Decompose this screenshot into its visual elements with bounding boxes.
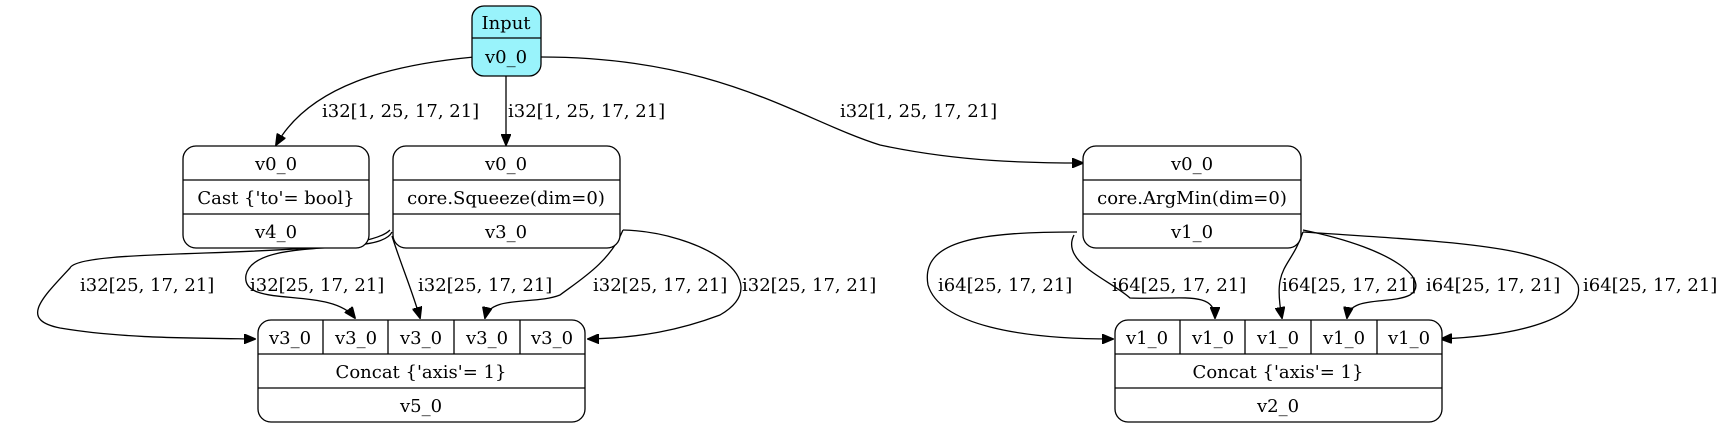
edge-label-argmin-concat-4: i64[25, 17, 21] <box>1426 275 1560 296</box>
edge-squeeze-to-concat-3 <box>391 235 420 318</box>
edge-label-input-to-argmin: i32[1, 25, 17, 21] <box>840 101 997 122</box>
node-cast-input: v0_0 <box>254 154 297 175</box>
node-concat-left-op: Concat {'axis'= 1} <box>336 362 507 383</box>
node-argmin-output: v1_0 <box>1170 222 1213 243</box>
edge-squeeze-to-concat-4 <box>485 229 624 318</box>
node-cast[interactable]: v0_0 Cast {'to'= bool} v4_0 <box>182 145 370 249</box>
node-argmin[interactable]: v0_0 core.ArgMin(dim=0) v1_0 <box>1082 145 1302 249</box>
node-argmin-op: core.ArgMin(dim=0) <box>1097 188 1287 209</box>
node-concat-right-output: v2_0 <box>1256 396 1299 417</box>
edge-input-to-argmin <box>540 56 1083 163</box>
edge-label-squeeze-concat-2: i32[25, 17, 21] <box>250 275 384 296</box>
edge-label-squeeze-concat-5: i32[25, 17, 21] <box>742 275 876 296</box>
node-concat-left[interactable]: v3_0 v3_0 v3_0 v3_0 v3_0 Concat {'axis'=… <box>257 319 586 423</box>
node-concat-left-input-2: v3_0 <box>334 328 377 349</box>
node-input-title: Input <box>481 13 531 34</box>
edge-argmin-to-concat-5 <box>1302 231 1580 339</box>
edge-label-argmin-concat-1: i64[25, 17, 21] <box>938 275 1072 296</box>
edge-label-squeeze-concat-4: i32[25, 17, 21] <box>593 275 727 296</box>
node-concat-left-output: v5_0 <box>399 396 442 417</box>
node-squeeze[interactable]: v0_0 core.Squeeze(dim=0) v3_0 <box>392 145 621 249</box>
edge-label-input-to-cast: i32[1, 25, 17, 21] <box>322 101 479 122</box>
edge-argmin-to-concat-2 <box>1071 234 1215 318</box>
edge-squeeze-to-concat-1 <box>37 229 391 339</box>
node-squeeze-op: core.Squeeze(dim=0) <box>407 188 605 209</box>
node-input-output: v0_0 <box>484 47 527 68</box>
edge-label-argmin-concat-5: i64[25, 17, 21] <box>1583 275 1717 296</box>
edge-input-to-cast <box>276 56 475 145</box>
node-cast-output: v4_0 <box>254 222 297 243</box>
node-concat-left-input-1: v3_0 <box>268 328 311 349</box>
node-squeeze-output: v3_0 <box>484 222 527 243</box>
edge-label-argmin-concat-2: i64[25, 17, 21] <box>1112 275 1246 296</box>
node-concat-right-input-1: v1_0 <box>1125 328 1168 349</box>
node-concat-right[interactable]: v1_0 v1_0 v1_0 v1_0 v1_0 Concat {'axis'=… <box>1114 319 1443 423</box>
node-concat-right-input-3: v1_0 <box>1256 328 1299 349</box>
node-concat-right-input-4: v1_0 <box>1322 328 1365 349</box>
node-input[interactable]: Input v0_0 <box>471 5 542 77</box>
node-input-box <box>471 5 542 77</box>
node-cast-op: Cast {'to'= bool} <box>197 188 354 209</box>
node-argmin-input: v0_0 <box>1170 154 1213 175</box>
edge-labels: i32[1, 25, 17, 21] i32[1, 25, 17, 21] i3… <box>80 101 1717 296</box>
edge-label-argmin-concat-3: i64[25, 17, 21] <box>1282 275 1416 296</box>
node-concat-left-input-3: v3_0 <box>399 328 442 349</box>
node-squeeze-input: v0_0 <box>484 154 527 175</box>
edge-squeeze-to-concat-5 <box>588 229 742 339</box>
node-concat-right-input-2: v1_0 <box>1191 328 1234 349</box>
node-concat-right-input-5: v1_0 <box>1387 328 1430 349</box>
node-concat-left-input-4: v3_0 <box>465 328 508 349</box>
node-concat-right-op: Concat {'axis'= 1} <box>1193 362 1364 383</box>
edge-argmin-to-concat-1 <box>926 231 1113 339</box>
edge-label-squeeze-concat-1: i32[25, 17, 21] <box>80 275 214 296</box>
edge-label-squeeze-concat-3: i32[25, 17, 21] <box>418 275 552 296</box>
node-concat-left-input-5: v3_0 <box>530 328 573 349</box>
edge-argmin-to-concat-4 <box>1302 229 1417 318</box>
edge-label-input-to-squeeze: i32[1, 25, 17, 21] <box>508 101 665 122</box>
